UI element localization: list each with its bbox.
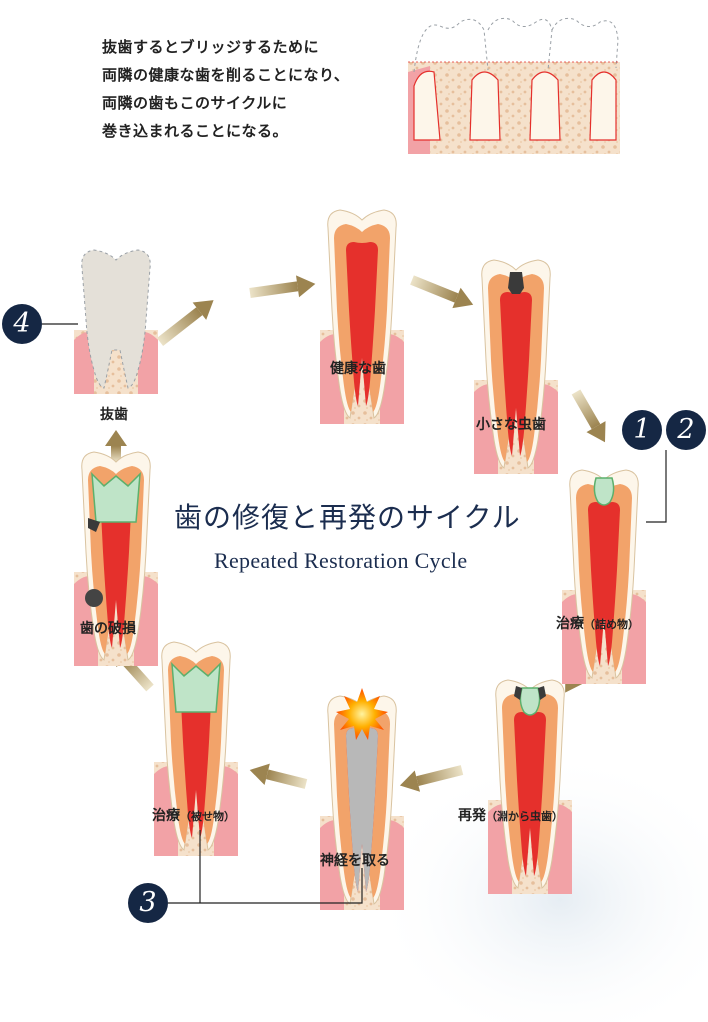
tooth-recurrence (488, 680, 572, 894)
tooth-healthy (320, 210, 404, 424)
tooth-filling (562, 470, 646, 684)
label-filling-main: 治療 (556, 616, 584, 632)
label-crown-note: （被せ物） (180, 810, 235, 823)
tooth-extraction (74, 250, 158, 394)
cycle-title-jp: 歯の修復と再発のサイクル (174, 496, 521, 536)
badge-1: 1 (622, 410, 662, 450)
label-recurrence-note: （淵から虫歯） (486, 810, 563, 823)
badge-4: 4 (2, 304, 42, 344)
label-filling: 治療（詰め物） (556, 613, 639, 633)
label-crown-main: 治療 (152, 808, 180, 824)
label-recurrence-main: 再発 (458, 808, 486, 824)
badge-2: 2 (666, 410, 706, 450)
cycle-title-en: Repeated Restoration Cycle (214, 548, 467, 574)
label-extraction: 抜歯 (100, 404, 128, 424)
label-breakage: 歯の破損 (80, 618, 136, 638)
label-crown: 治療（被せ物） (152, 805, 235, 825)
label-healthy: 健康な歯 (330, 358, 386, 378)
label-small-cavity: 小さな虫歯 (476, 414, 546, 434)
badge-3: 3 (128, 883, 168, 923)
label-nerve: 神経を取る (320, 850, 390, 870)
bridge-illustration (408, 18, 620, 154)
tooth-small-cavity (474, 260, 558, 474)
label-filling-note: （詰め物） (584, 618, 639, 631)
label-recurrence: 再発（淵から虫歯） (458, 805, 563, 825)
